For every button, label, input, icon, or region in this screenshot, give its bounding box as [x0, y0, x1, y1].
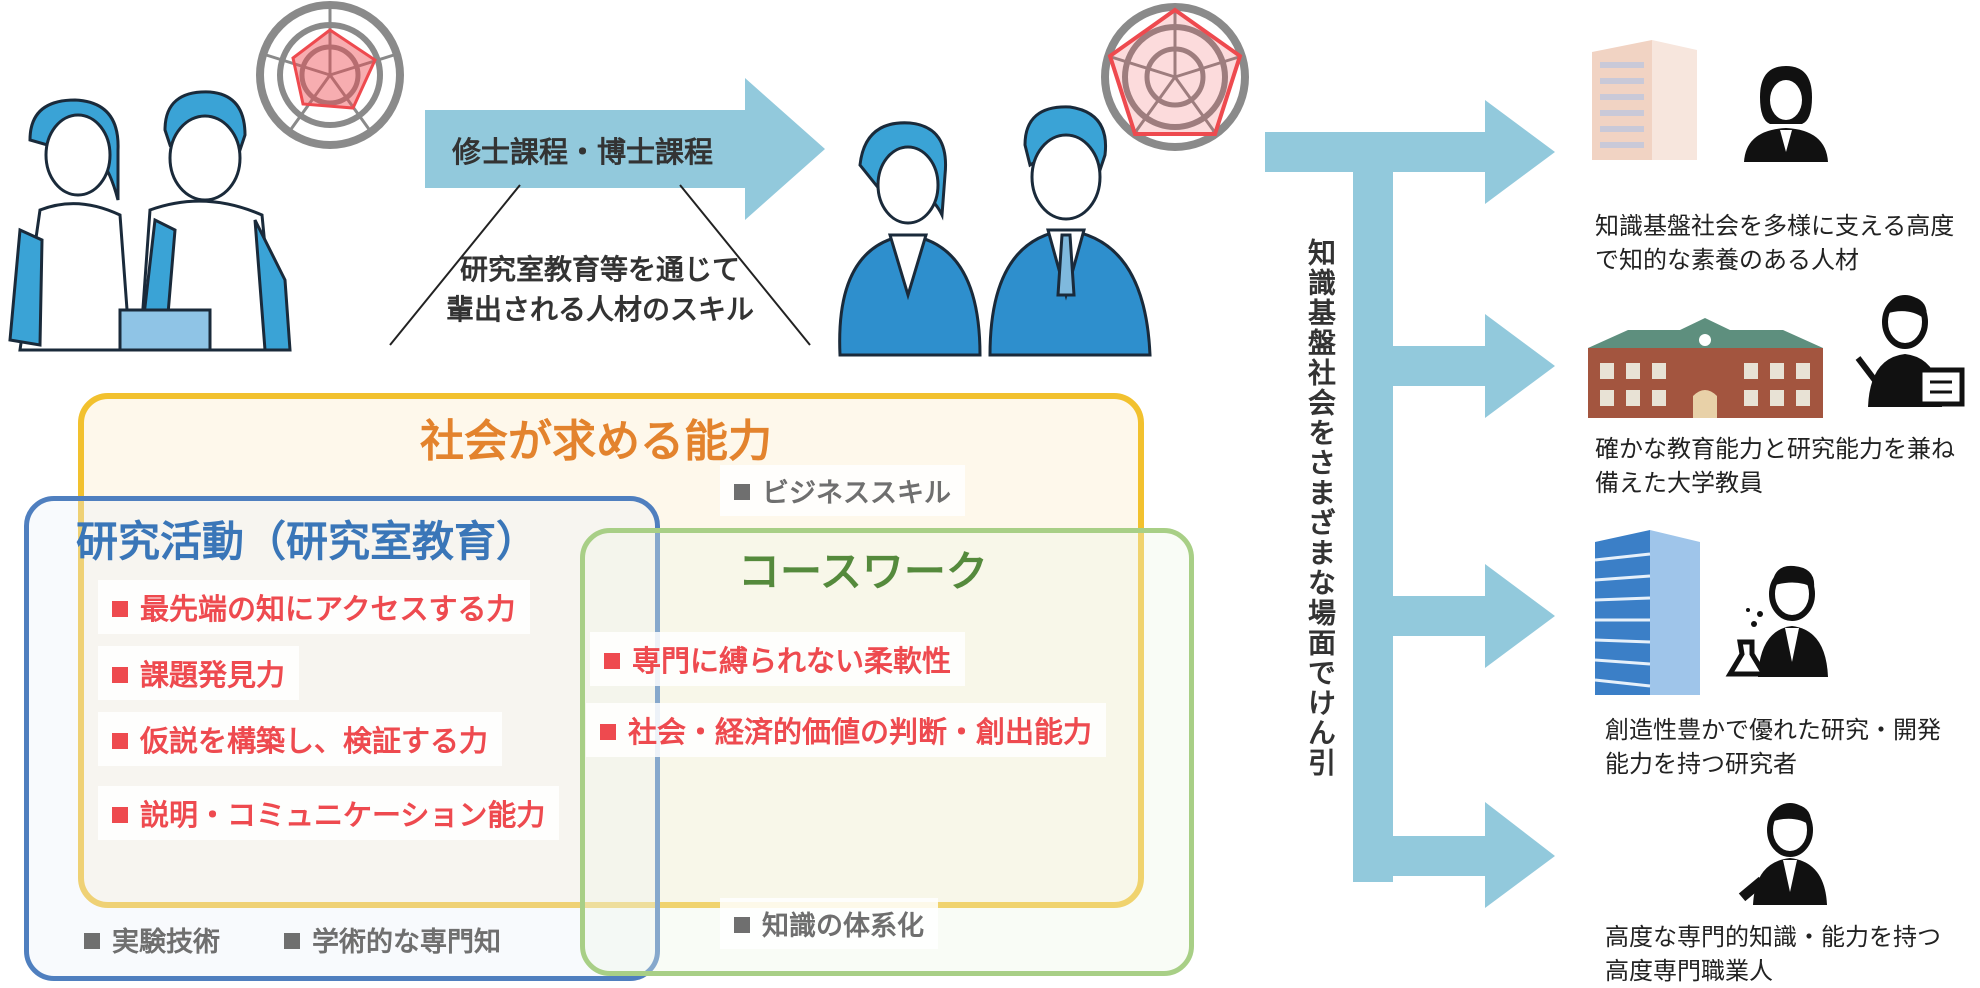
outcome-4-line2: 高度専門職業人 [1605, 957, 1773, 985]
bullet-square-icon [600, 724, 616, 740]
society-skill-business: ビジネススキル [720, 465, 965, 516]
coursework-skill-1: 専門に縛られない柔軟性 [590, 632, 966, 686]
coursework-title: コースワーク [738, 547, 988, 596]
branch-arrows [1265, 100, 1555, 908]
callout-line-2: 輩出される人材のスキル [445, 293, 754, 326]
scientist-person-icon [1725, 565, 1828, 677]
bullet-square-icon [734, 917, 750, 933]
trunk-label: 知識基盤社会をさまざまな場面でけん引 [1304, 238, 1337, 778]
outcome-text-1: 知識基盤社会を多様に支える高度 で知的な素養のある人材 [1595, 209, 1954, 277]
progress-arrow-shape [425, 78, 825, 220]
graduates-illustration [838, 105, 1152, 357]
research-skill-3: 仮説を構築し、検証する力 [98, 712, 503, 766]
woman-person-icon [1744, 66, 1828, 162]
professional-person-icon [1738, 803, 1827, 905]
callout-line-1: 研究室教育等を通じて [459, 253, 740, 286]
outcome-text-4: 高度な専門的知識・能力を持つ 高度専門職業人 [1605, 920, 1941, 988]
outcome-3-line2: 能力を持つ研究者 [1605, 750, 1797, 778]
research-title: 研究活動（研究室教育） [76, 517, 539, 566]
skill-radar-small-icon [256, 1, 404, 149]
outcome-text-3: 創造性豊かで優れた研究・開発 能力を持つ研究者 [1605, 713, 1941, 781]
outcome-1-line2: で知的な素養のある人材 [1595, 246, 1859, 274]
research-skill-2: 課題発見力 [98, 646, 300, 700]
bullet-square-icon [284, 933, 300, 949]
outcome-2-line2: 備えた大学教員 [1595, 469, 1763, 497]
bullet-square-icon [84, 933, 100, 949]
students-illustration [8, 90, 292, 352]
society-title: 社会が求める能力 [420, 416, 772, 467]
university-building-icon [1588, 318, 1823, 418]
callout-text: 研究室教育等を通じて 輩出される人材のスキル [405, 250, 795, 330]
progress-arrow-label: 修士課程・博士課程 [452, 135, 714, 169]
callout-lines [389, 184, 811, 346]
bullet-square-icon [734, 484, 750, 500]
research-gray-skill-1: 実験技術 [70, 914, 234, 965]
bullet-square-icon [112, 733, 128, 749]
outcome-3-line1: 創造性豊かで優れた研究・開発 [1605, 716, 1941, 744]
bullet-square-icon [112, 807, 128, 823]
outcome-1-line1: 知識基盤社会を多様に支える高度 [1595, 212, 1955, 240]
bullet-square-icon [604, 653, 620, 669]
bullet-square-icon [112, 667, 128, 683]
skyscraper-icon [1594, 530, 1700, 695]
office-building-icon [1592, 40, 1697, 160]
research-gray-skill-2: 学術的な専門知 [270, 914, 515, 965]
skill-radar-large-icon [1101, 3, 1249, 151]
research-skill-1: 最先端の知にアクセスする力 [98, 580, 530, 634]
coursework-skill-2: 社会・経済的価値の判断・創出能力 [586, 703, 1107, 757]
coursework-gray-skill-1: 知識の体系化 [720, 898, 938, 949]
teacher-person-icon [1855, 295, 1965, 407]
outcome-text-2: 確かな教育能力と研究能力を兼ね 備えた大学教員 [1595, 432, 1955, 500]
outcome-2-line1: 確かな教育能力と研究能力を兼ね [1595, 435, 1955, 463]
bullet-square-icon [112, 601, 128, 617]
research-skill-4: 説明・コミュニケーション能力 [98, 786, 560, 840]
outcome-4-line1: 高度な専門的知識・能力を持つ [1605, 923, 1941, 951]
